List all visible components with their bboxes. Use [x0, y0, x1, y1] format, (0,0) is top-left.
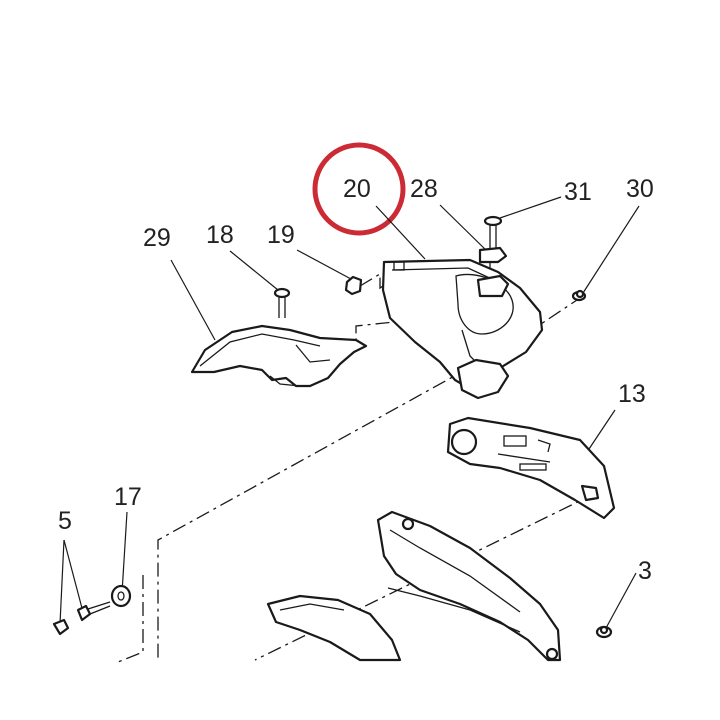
callout-29[interactable]: 29 [143, 224, 171, 252]
part-28-washer[interactable] [476, 246, 510, 298]
callout-13[interactable]: 13 [618, 380, 646, 408]
part-29-bracket[interactable] [190, 324, 368, 388]
callout-18[interactable]: 18 [206, 221, 234, 249]
callout-17[interactable]: 17 [114, 483, 142, 511]
callout-5[interactable]: 5 [58, 507, 72, 535]
part-17-washer[interactable] [110, 584, 132, 608]
callout-31[interactable]: 31 [564, 178, 592, 206]
part-3-grommet[interactable] [595, 625, 613, 639]
part-31-screw[interactable] [483, 215, 503, 248]
leader-lines [59, 196, 640, 629]
callout-19[interactable]: 19 [267, 221, 295, 249]
part-5-nut[interactable] [52, 618, 70, 636]
highlight-circle [312, 142, 406, 236]
part-5-screw[interactable] [76, 601, 111, 622]
callout-30[interactable]: 30 [626, 175, 654, 203]
part-19-nut[interactable] [344, 275, 363, 296]
callout-20[interactable]: 20 [343, 175, 371, 203]
callout-3-partial[interactable]: 3 [638, 557, 652, 585]
part-18-screw[interactable] [273, 287, 291, 318]
part-30-grommet[interactable] [571, 289, 587, 302]
part-20-cover[interactable] [381, 258, 544, 400]
callout-28[interactable]: 28 [410, 175, 438, 203]
lower-fairing[interactable] [266, 510, 562, 662]
part-13-side-panel[interactable] [446, 416, 616, 520]
